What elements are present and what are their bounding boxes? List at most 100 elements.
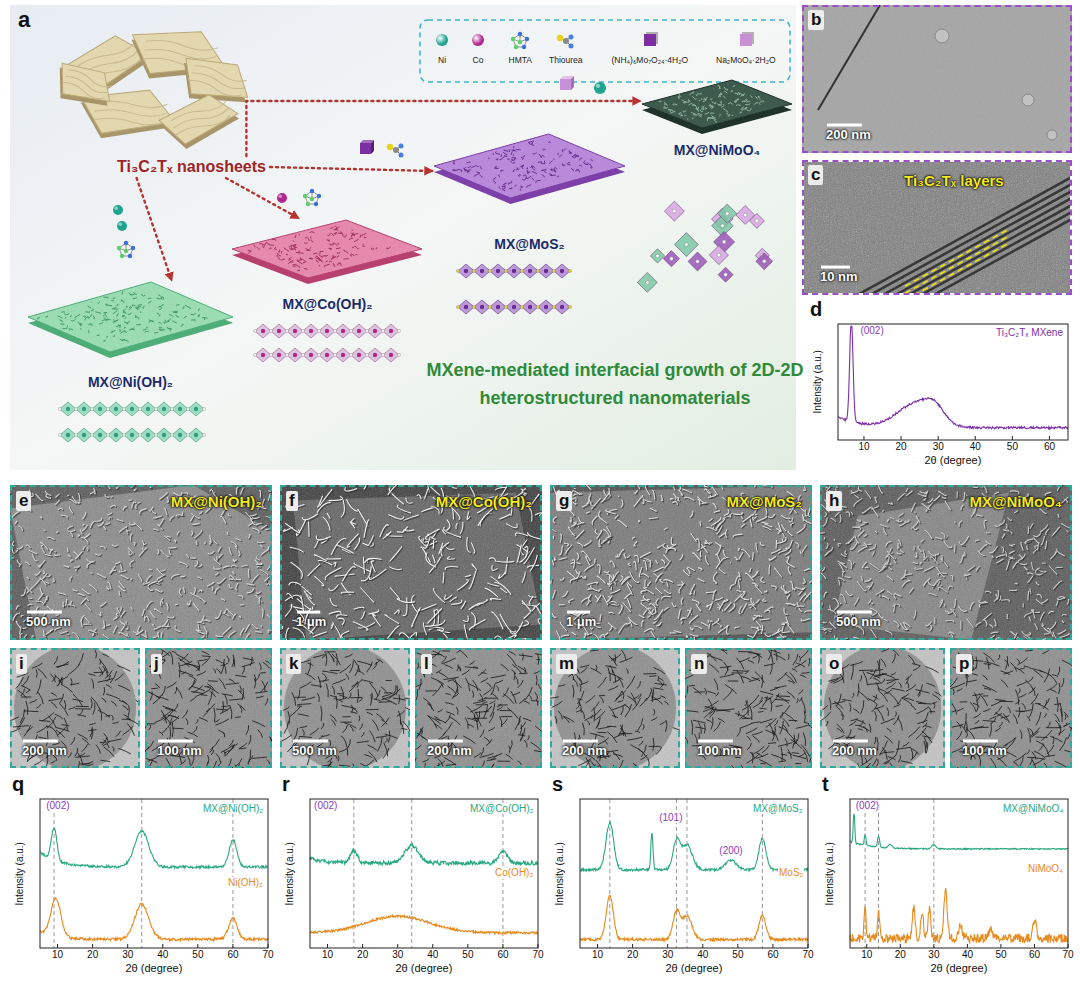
nanopetal [522, 572, 525, 583]
ligand-atom [456, 269, 459, 272]
metal-atom [341, 329, 345, 333]
sheet-texture [503, 152, 507, 155]
nanopetal [256, 592, 261, 594]
sheet-texture [113, 319, 114, 320]
sheet-texture [363, 244, 365, 247]
petal-shadow [261, 546, 264, 549]
atom [306, 202, 310, 206]
nanopetal [70, 499, 77, 503]
sheet-texture [124, 327, 126, 328]
petal-shadow [121, 622, 126, 627]
sheet-texture [337, 263, 341, 265]
metal-atom [277, 329, 281, 333]
sheet-texture [554, 168, 558, 169]
atom [310, 197, 314, 201]
nanopetal [179, 562, 187, 567]
nanopetal [257, 566, 261, 567]
nanopetal [100, 547, 106, 550]
sheet-texture [260, 244, 265, 246]
sheet-texture [522, 177, 526, 180]
nanopetal [403, 597, 407, 615]
nanopetal [267, 566, 270, 570]
petal-shadow [229, 514, 232, 517]
nanopetal [216, 554, 222, 562]
sheet-texture [718, 85, 720, 89]
nanopetal [341, 631, 349, 638]
petal-shadow [143, 610, 146, 617]
sheet-texture [364, 237, 366, 238]
sheet-texture [728, 103, 733, 105]
octahedron [172, 428, 188, 442]
sheet-texture [159, 328, 165, 330]
petal-shadow [241, 605, 245, 607]
nanopetal [45, 596, 47, 600]
nanopetal [154, 626, 161, 629]
petal-shadow [44, 572, 46, 575]
petal-shadow [69, 556, 72, 558]
sheet-texture [712, 102, 716, 104]
petal-shadow [82, 538, 89, 545]
sheet-texture [324, 264, 330, 266]
sheet-texture [745, 104, 750, 105]
nanopetal [171, 574, 179, 579]
petal-shadow [161, 599, 164, 607]
ligand-atom [472, 305, 475, 308]
petal-shadow [59, 509, 64, 511]
octahedron [92, 428, 108, 442]
petal-shadow [37, 602, 45, 606]
petal-shadow [267, 584, 268, 586]
nanopetal [134, 542, 135, 545]
sheet-texture [579, 158, 582, 161]
flake-wrinkle [172, 108, 230, 128]
nanopetal [423, 623, 426, 635]
sheet-texture [191, 313, 196, 314]
nanopetal [334, 562, 336, 567]
petal-shadow [84, 547, 86, 551]
nanopetal [191, 516, 194, 521]
nanopetal [353, 622, 368, 630]
petal-shadow [215, 559, 221, 566]
nanopetal [43, 630, 45, 637]
metal-atom [130, 407, 134, 411]
nanopetal [130, 533, 132, 540]
nanopetal [134, 489, 137, 491]
sheet-texture [508, 183, 511, 185]
sheet-texture [688, 99, 690, 101]
sheet-texture [721, 101, 722, 103]
sheet-texture [67, 325, 68, 326]
petal-shadow [286, 524, 301, 534]
sheet-texture [129, 307, 132, 308]
ligand-atom [349, 353, 352, 356]
sheet-texture [59, 320, 62, 323]
nanopetal [199, 511, 202, 514]
octahedron [124, 428, 140, 442]
flake-wrinkle [192, 67, 244, 93]
nanopetal [329, 496, 343, 500]
sheet-texture [332, 257, 336, 258]
petal-shadow [309, 522, 310, 538]
nanopetal [28, 604, 33, 606]
sheet-texture [310, 237, 311, 239]
petal-shadow [253, 529, 260, 534]
sheet-texture [113, 311, 117, 314]
petal-shadow [180, 563, 188, 568]
nanopetal [83, 546, 85, 550]
petal-shadow [137, 503, 142, 510]
nanopetal [195, 561, 198, 567]
nanopetal [215, 573, 218, 575]
sheet-texture [501, 170, 504, 172]
petal-shadow [56, 501, 60, 505]
nanopetal [21, 589, 25, 596]
sheet-texture [550, 169, 553, 171]
nanopetal [268, 494, 270, 501]
petal-shadow [372, 562, 376, 573]
petal-shadow [149, 589, 154, 592]
nanopetal [21, 615, 23, 617]
sheet-texture [126, 306, 128, 308]
metal-atom [309, 329, 313, 333]
nanopetal [139, 548, 146, 556]
nanopetal [101, 602, 107, 606]
atom [743, 213, 747, 217]
sheet-texture [132, 305, 135, 307]
sheet-texture [106, 336, 108, 338]
